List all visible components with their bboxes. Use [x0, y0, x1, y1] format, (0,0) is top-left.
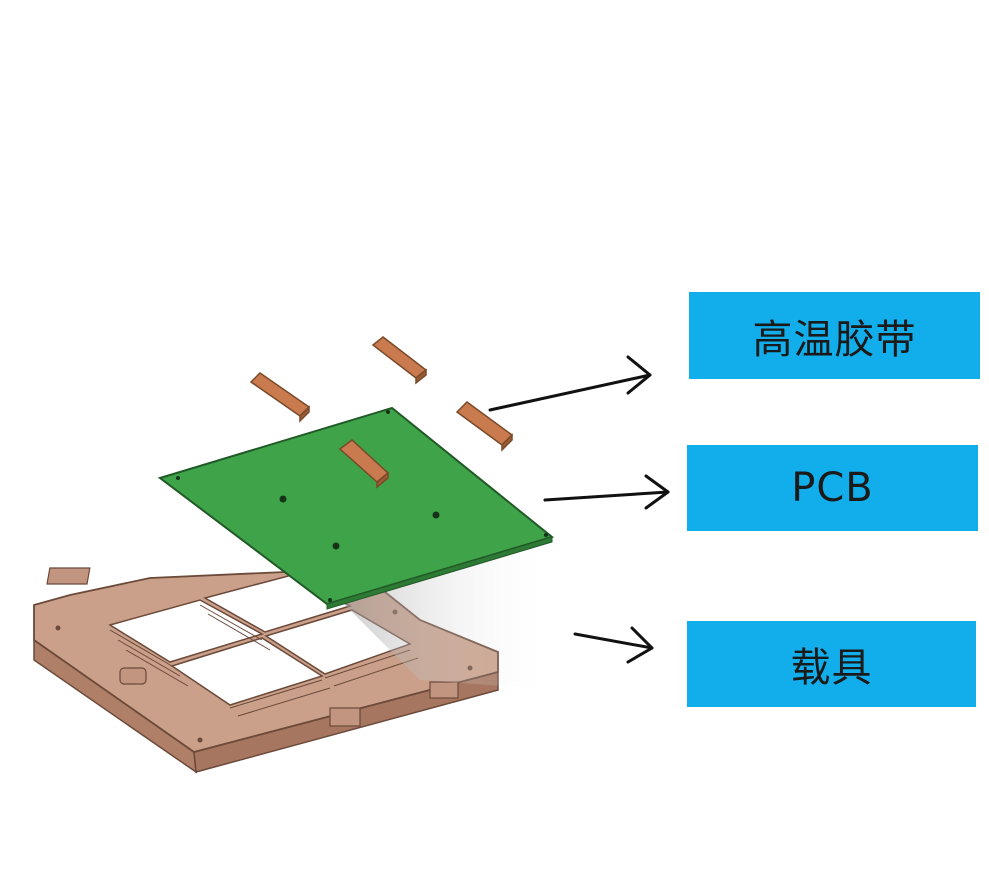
high-temp-tape-strips: [249, 336, 514, 489]
label-carrier: 载具: [687, 621, 976, 707]
arrow-tape: [488, 355, 652, 412]
arrow-pcb: [543, 474, 670, 510]
label-tape: 高温胶带: [689, 292, 980, 379]
tape-strip: [455, 401, 514, 452]
label-tape-text: 高温胶带: [752, 316, 917, 363]
arrow-carrier: [573, 626, 654, 664]
label-pcb-text: PCB: [791, 465, 874, 511]
tape-strip: [338, 439, 390, 489]
tape-strip: [371, 336, 428, 385]
label-pcb: PCB: [687, 445, 978, 531]
label-carrier-text: 载具: [790, 645, 873, 691]
pcb-board: [157, 406, 555, 610]
tape-strip: [249, 372, 311, 423]
callout-arrows: [488, 355, 670, 664]
